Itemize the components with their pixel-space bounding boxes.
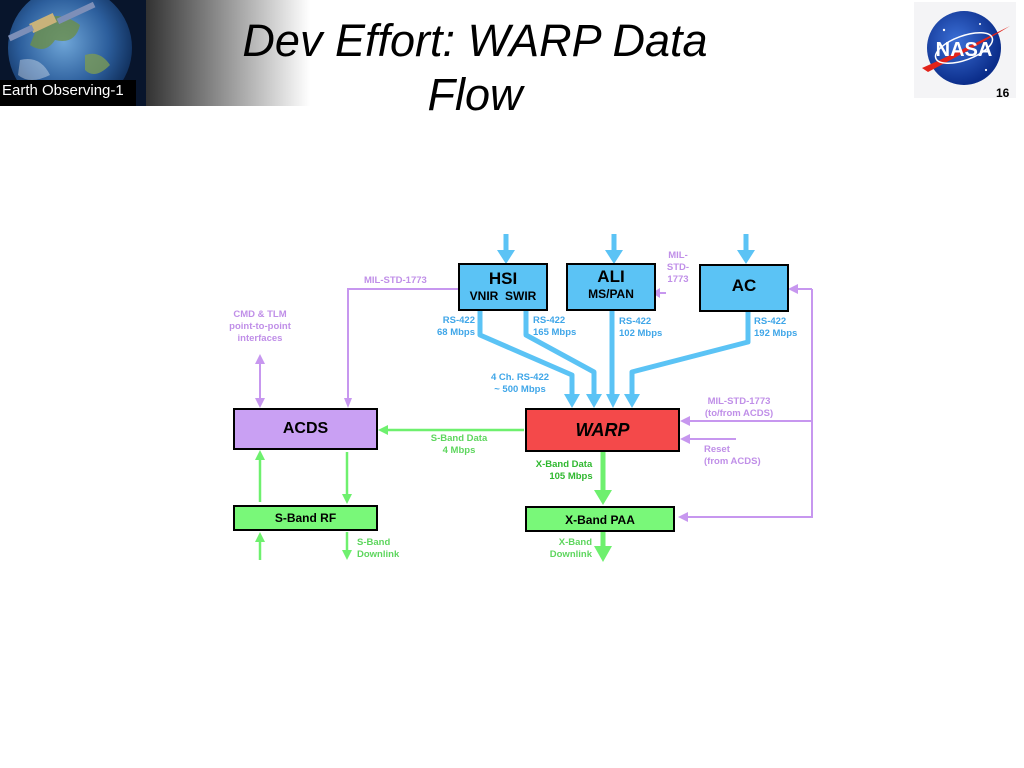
ac-name: AC [731, 276, 757, 295]
rs422-68-label: RS-422 68 Mbps [436, 315, 475, 338]
warp-name: WARP [575, 420, 630, 440]
satellite-icon [7, 1, 96, 42]
sband-rf-name: S-Band RF [274, 511, 337, 525]
page-number: 16 [996, 86, 1010, 100]
mil-std-top-label: MIL-STD-1773 [364, 275, 427, 286]
acds-name: ACDS [282, 420, 329, 437]
hsi-swir-link [523, 310, 597, 396]
title-line-2: Flow [427, 69, 523, 120]
mission-label: Earth Observing-1 [2, 82, 124, 99]
xband-data-label: X-Band Data 105 Mbps [535, 459, 593, 482]
ac-link [629, 311, 751, 396]
earth-observing-banner [0, 0, 310, 106]
cmd-tlm-label: CMD & TLM point-to-point interfaces [229, 309, 291, 344]
nasa-logo: NASA [914, 2, 1016, 98]
title-line-1: Dev Effort: WARP Data [242, 15, 708, 66]
xband-paa-name: X-Band PAA [565, 513, 635, 527]
warp-block: WARP [525, 408, 680, 452]
mil-std-bus-right [684, 289, 813, 518]
ac-block: AC [699, 264, 789, 312]
hsi-name: HSI [488, 269, 518, 288]
hsi-block: HSI VNIR SWIR [458, 263, 548, 311]
hsi-sub: VNIR SWIR [469, 289, 537, 303]
rs422-102-label: RS-422 102 Mbps [619, 316, 663, 339]
sband-rf-block: S-Band RF [233, 505, 378, 531]
reset-label: Reset (from ACDS) [704, 444, 761, 467]
sband-downlink-label: S-Band Downlink [357, 537, 400, 560]
mil-std-acds-label: MIL-STD-1773 (to/from ACDS) [704, 396, 774, 419]
page-title: Dev Effort: WARP Data Flow [195, 14, 755, 122]
hsi-vnir-link [477, 310, 575, 396]
nasa-logo-text: NASA [936, 39, 993, 61]
acds-block: ACDS [233, 408, 378, 450]
xband-downlink-label: X-Band Downlink [549, 537, 592, 560]
four-ch-label: 4 Ch. RS-422 ~ 500 Mbps [490, 372, 550, 395]
ali-sub: MS/PAN [588, 287, 634, 301]
rs422-165-label: RS-422 165 Mbps [533, 315, 577, 338]
mil-std-hsi-to-acds [347, 288, 458, 400]
sband-data-label: S-Band Data 4 Mbps [430, 433, 488, 456]
ali-name: ALI [597, 267, 625, 286]
rs422-192-label: RS-422 192 Mbps [754, 316, 798, 339]
mil-std-ali-label: MIL- STD- 1773 [666, 250, 690, 285]
xband-paa-block: X-Band PAA [525, 506, 675, 532]
ali-block: ALI MS/PAN [566, 263, 656, 311]
